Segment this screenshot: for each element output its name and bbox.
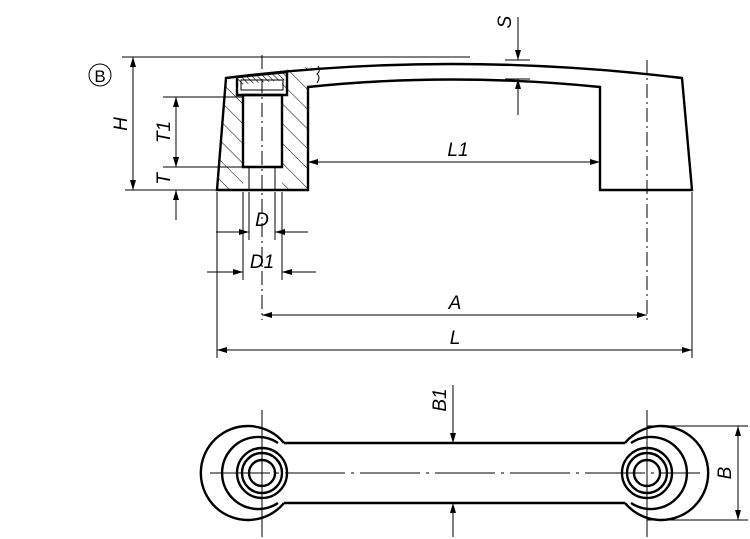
dimension-D: D xyxy=(216,210,308,235)
dimension-H: H xyxy=(111,57,136,190)
dimension-A: A xyxy=(262,293,647,318)
svg-text:H: H xyxy=(111,117,132,131)
extension-lines xyxy=(122,56,693,358)
svg-text:L1: L1 xyxy=(447,140,468,161)
dimension-L1: L1 xyxy=(308,140,600,165)
svg-text:S: S xyxy=(495,15,516,28)
svg-text:A: A xyxy=(448,293,462,314)
dimension-T: T xyxy=(154,150,179,220)
dimension-B1: B1 xyxy=(430,385,456,537)
svg-text:T: T xyxy=(154,172,175,185)
handle-bottom-view xyxy=(199,410,748,537)
svg-text:T1: T1 xyxy=(154,121,175,143)
svg-text:D: D xyxy=(255,210,269,231)
dimension-L: L xyxy=(217,328,692,353)
handle-side-view xyxy=(215,55,694,320)
dimension-D1: D1 xyxy=(207,252,316,275)
svg-text:L: L xyxy=(450,328,461,349)
view-label: B xyxy=(94,67,105,86)
svg-text:B1: B1 xyxy=(430,388,451,411)
svg-text:B: B xyxy=(715,466,736,479)
svg-text:D1: D1 xyxy=(250,252,274,273)
dimension-B: B xyxy=(715,426,741,520)
dimension-T1: T1 xyxy=(154,97,179,167)
view-label-circled: B xyxy=(88,63,112,87)
dimension-S: S xyxy=(495,15,521,115)
